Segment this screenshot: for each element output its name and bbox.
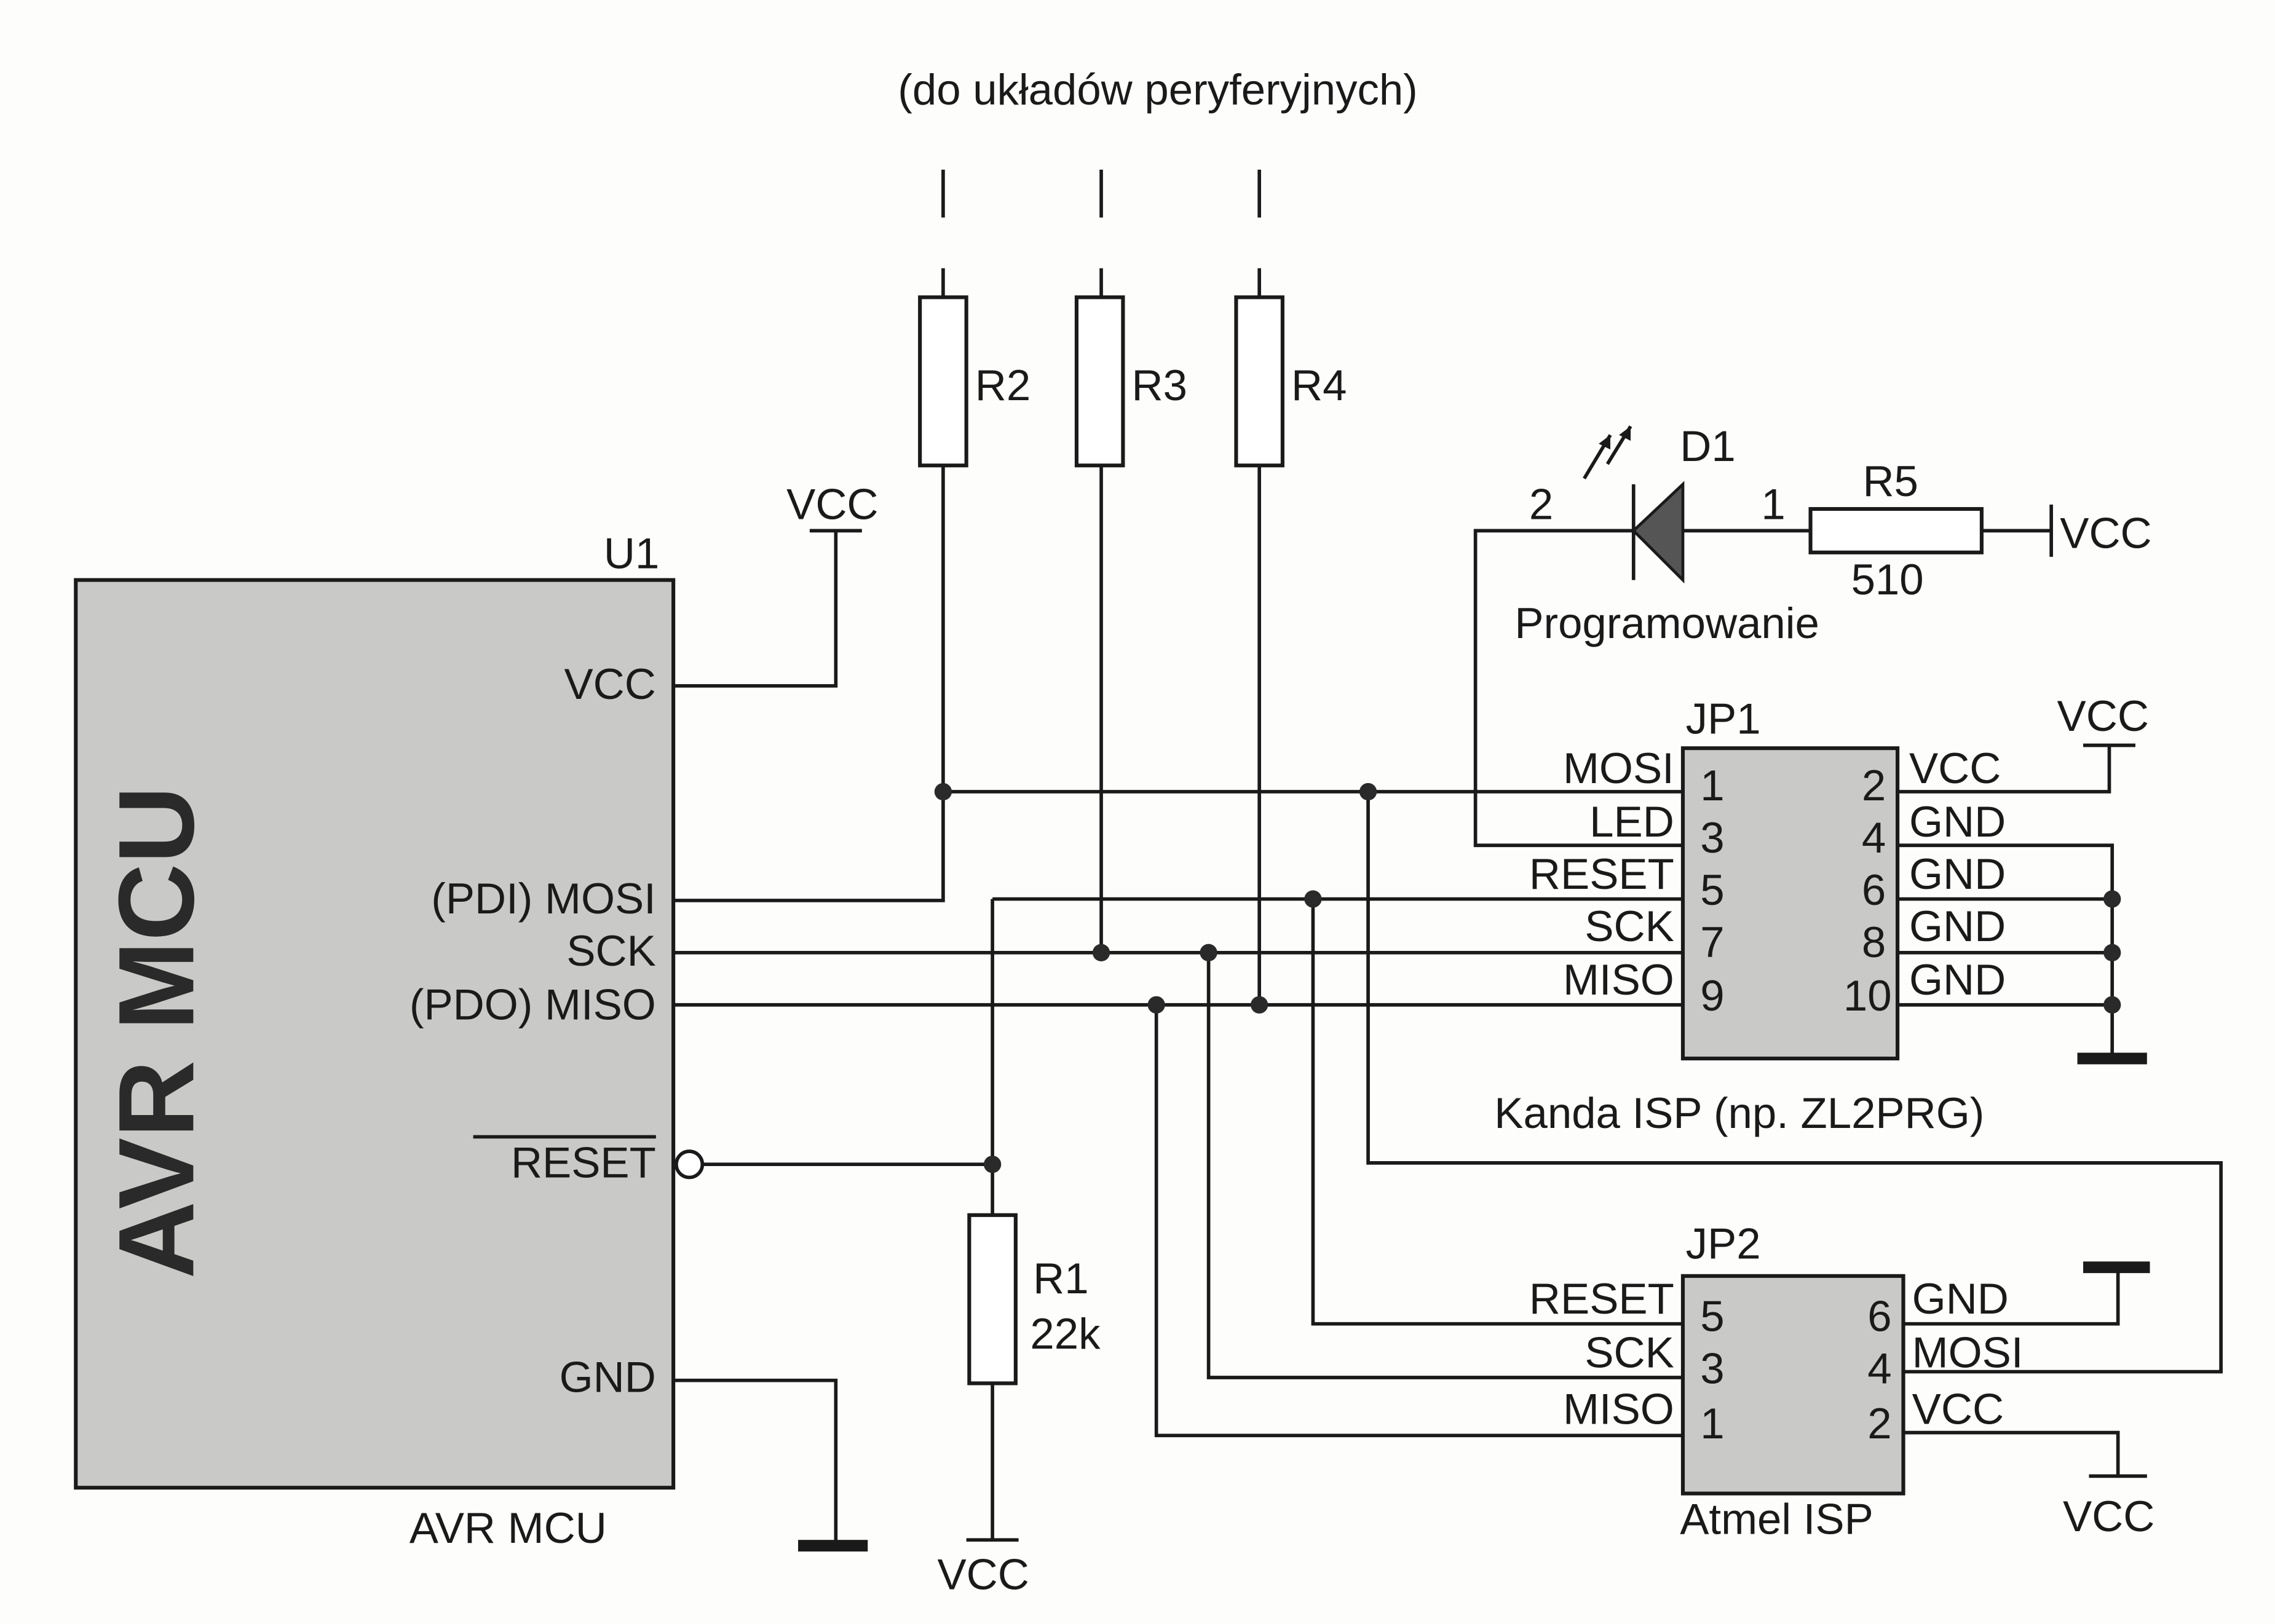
jp1-left-labels: MOSI LED RESET SCK MISO 1 3 5 7 9	[1529, 744, 1725, 1020]
r5-label: R5	[1862, 457, 1918, 505]
u1-caption: AVR MCU	[410, 1504, 607, 1552]
jp1-label: GND	[1909, 849, 2006, 898]
jp1-label: MISO	[1563, 955, 1674, 1004]
jp2-label: MOSI	[1912, 1328, 2024, 1376]
jp2-pin: 3	[1700, 1344, 1724, 1392]
jp1-caption: Kanda ISP (np. ZL2PRG)	[1494, 1089, 1984, 1137]
ground-symbol	[2083, 1261, 2150, 1274]
mosi-net	[673, 465, 2223, 1374]
jp2-pin: 2	[1867, 1399, 1891, 1448]
sck-net	[673, 465, 1683, 1379]
jp1-label: VCC	[1909, 744, 2001, 792]
jp2-pin: 4	[1867, 1344, 1891, 1392]
jp1-label: LED	[1589, 797, 1674, 846]
jp1-pin: 10	[1843, 971, 1892, 1020]
jp2-caption: Atmel ISP	[1680, 1495, 1873, 1543]
peripheral-note: (do układów peryferyjnych)	[898, 65, 1417, 114]
u1-vcc-net: VCC	[673, 479, 879, 688]
resistor-r2: R2	[918, 295, 1031, 468]
jp2-label: GND	[1912, 1274, 2009, 1323]
connector-jp1: JP1 MOSI LED RESET SCK MISO 1 3 5 7 9 2 …	[1494, 692, 2149, 1137]
jp2-label: SCK	[1585, 1328, 1674, 1376]
peripheral-leads	[941, 169, 1261, 298]
resistor-r4: R4	[1234, 295, 1347, 468]
jp2-ref: JP2	[1686, 1220, 1761, 1268]
u1-pin-gnd: GND	[560, 1353, 656, 1401]
u1-ref: U1	[604, 529, 659, 578]
jp1-label: MOSI	[1563, 744, 1674, 792]
resistor-r1: R1 22k VCC	[937, 1213, 1101, 1598]
jp1-pin: 4	[1862, 813, 1886, 862]
vcc-label-r1: VCC	[937, 1550, 1029, 1598]
reset-net	[702, 890, 1683, 1326]
vcc-label-jp2: VCC	[2063, 1492, 2154, 1540]
u1-pin-vcc: VCC	[564, 660, 655, 708]
r2-label: R2	[975, 361, 1031, 409]
jp2-label: MISO	[1563, 1384, 1674, 1433]
resistor-r5	[1808, 507, 1984, 554]
jp2-pin: 1	[1700, 1399, 1724, 1448]
u1-pin-miso: (PDO) MISO	[410, 980, 656, 1028]
r1-label: R1	[1033, 1254, 1088, 1303]
jp1-label: SCK	[1585, 902, 1674, 950]
r1-value: 22k	[1030, 1309, 1101, 1358]
jp1-pin: 9	[1700, 971, 1724, 1020]
jp2-pin: 5	[1700, 1291, 1724, 1340]
vcc-label-r5: VCC	[2060, 509, 2151, 558]
jp1-ref: JP1	[1686, 695, 1761, 743]
u1-pin-reset: RESET	[511, 1138, 656, 1186]
jp1-label: GND	[1909, 955, 2006, 1004]
led-pin-1: 1	[1761, 479, 1785, 528]
mcu-u1: U1 AVR MCU VCC (PDI) MOSI SCK (PDO) MISO…	[74, 529, 705, 1552]
r3-label: R3	[1132, 361, 1187, 409]
u1-name: AVR MCU	[96, 786, 216, 1279]
reset-inversion-bubble	[675, 1149, 705, 1180]
connector-jp2: JP2 RESET SCK MISO 5 3 1 6 4 2 GND MOSI …	[1529, 1220, 2154, 1543]
jp1-pin: 2	[1862, 761, 1886, 810]
jp1-right-labels: 2 4 6 8 10 VCC GND GND GND GND	[1843, 744, 2006, 1020]
r5-value: 510	[1851, 555, 1924, 604]
led-caption: Programowanie	[1514, 599, 1819, 647]
jp1-pin: 7	[1700, 918, 1724, 966]
u1-pin-sck: SCK	[566, 926, 655, 975]
resistor-r3: R3	[1074, 295, 1187, 468]
vcc-label-jp1: VCC	[2057, 692, 2149, 740]
led-pin-2: 2	[1529, 479, 1553, 528]
vcc-label-u1: VCC	[786, 479, 878, 528]
jp1-pin: 6	[1862, 865, 1886, 914]
jp1-pin: 1	[1700, 761, 1724, 810]
jp1-pin: 3	[1700, 813, 1724, 862]
jp2-label: RESET	[1529, 1274, 1674, 1323]
ground-symbol	[2077, 1052, 2147, 1065]
ground-symbol	[798, 1540, 868, 1552]
jp2-pin: 6	[1867, 1291, 1891, 1340]
u1-gnd-net	[673, 1378, 868, 1552]
jp1-pin: 8	[1862, 918, 1886, 966]
jp1-pin: 5	[1700, 865, 1724, 914]
r4-label: R4	[1291, 361, 1347, 409]
jp1-label: GND	[1909, 797, 2006, 846]
u1-pin-mosi: (PDI) MOSI	[431, 874, 656, 923]
led-ref: D1	[1680, 422, 1735, 470]
led-circuit: 2 1 D1 R5 510 VCC Programowanie	[1473, 422, 2152, 848]
miso-net	[673, 465, 1683, 1438]
jp2-label: VCC	[1912, 1384, 2004, 1433]
jp1-label: GND	[1909, 902, 2006, 950]
jp1-label: RESET	[1529, 849, 1674, 898]
